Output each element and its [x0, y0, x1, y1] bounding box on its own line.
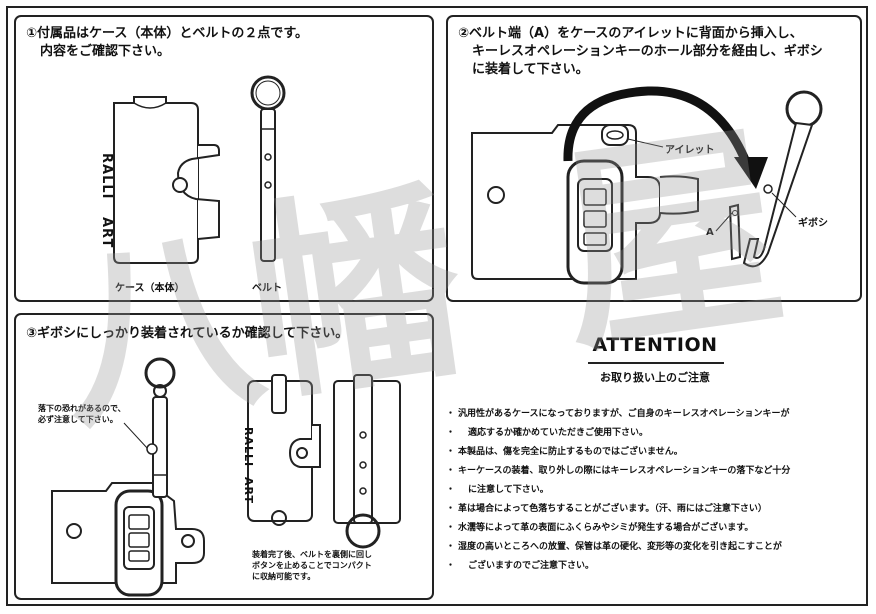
warning-line2: 必ず注意して下さい。	[38, 415, 118, 424]
note-item: 本製品は、傷を完全に防止するものではございません。	[446, 443, 862, 462]
panel-contents: ①付属品はケース（本体）とベルトの２点です。 内容をご確認下さい。 RALLI …	[14, 15, 434, 302]
note-item: ございますのでご注意下さい。	[446, 557, 862, 576]
page-frame	[6, 6, 868, 606]
note-item: キーケースの装着、取り外しの際にはキーレスオペレーションキーの落下など十分	[446, 462, 862, 481]
attention-divider	[588, 362, 724, 364]
note-item: に注意して下さい。	[446, 481, 862, 500]
attention-subtitle: お取り扱い上のご注意	[600, 371, 710, 384]
panel1-title-line1: ①付属品はケース（本体）とベルトの２点です。	[26, 26, 309, 41]
panel-confirm: ③ギボシにしっかり装着されているか確認して下さい。 落下の恐れがあるので、 必ず…	[14, 313, 434, 600]
confirm-illustration	[51, 357, 401, 597]
panel2-title-line3: に装着して下さい。	[472, 62, 589, 77]
belt-caption: ベルト	[252, 283, 282, 294]
note-item: 革は場合によって色落ちすることがございます。（汗、雨にはご注意下さい）	[446, 500, 862, 519]
case-caption: ケース（本体）	[115, 283, 185, 294]
panel2-title-line1: ②ベルト端（A）をケースのアイレットに背面から挿入し、	[458, 26, 803, 41]
attention-notes: 汎用性があるケースになっておりますが、ご自身のキーレスオペレーションキーが 適応…	[446, 405, 862, 576]
note-item: 湿度の高いところへの放置、保管は革の硬化、変形等の変化を引き起こすことが	[446, 538, 862, 557]
panel1-title-line2: 内容をご確認下さい。	[40, 44, 171, 59]
label-eyelet: アイレット	[665, 145, 715, 156]
case-logo-bottom-2: ART	[242, 477, 255, 504]
done-line3: に収納可能です。	[252, 572, 316, 581]
warning-line1: 落下の恐れがあるので、	[38, 404, 126, 413]
attach-illustration	[471, 86, 823, 285]
attention-title: ATTENTION	[592, 334, 718, 356]
case-logo-top-2: RALLI	[242, 427, 255, 468]
label-giboshi: ギボシ	[798, 218, 828, 229]
panel3-title: ③ギボシにしっかり装着されているか確認して下さい。	[26, 326, 349, 341]
note-item: 水濡等によって革の表面にふくらみやシミが発生する場合がございます。	[446, 519, 862, 538]
label-a: A	[706, 227, 714, 238]
panel2-title-line2: キーレスオペレーションキーのホール部分を経由し、ギボシ	[472, 44, 823, 59]
case-illustration	[113, 96, 220, 264]
note-item: 汎用性があるケースになっておりますが、ご自身のキーレスオペレーションキーが	[446, 405, 862, 424]
done-line1: 装着完了後、ベルトを裏側に回し	[252, 550, 372, 559]
note-item: 適応するか確かめていただきご使用下さい。	[446, 424, 862, 443]
panel-attach-steps: ②ベルト端（A）をケースのアイレットに背面から挿入し、 キーレスオペレーションキ…	[446, 15, 862, 302]
belt-illustration	[250, 75, 286, 262]
done-line2: ボタンを止めることでコンパクト	[252, 561, 372, 570]
